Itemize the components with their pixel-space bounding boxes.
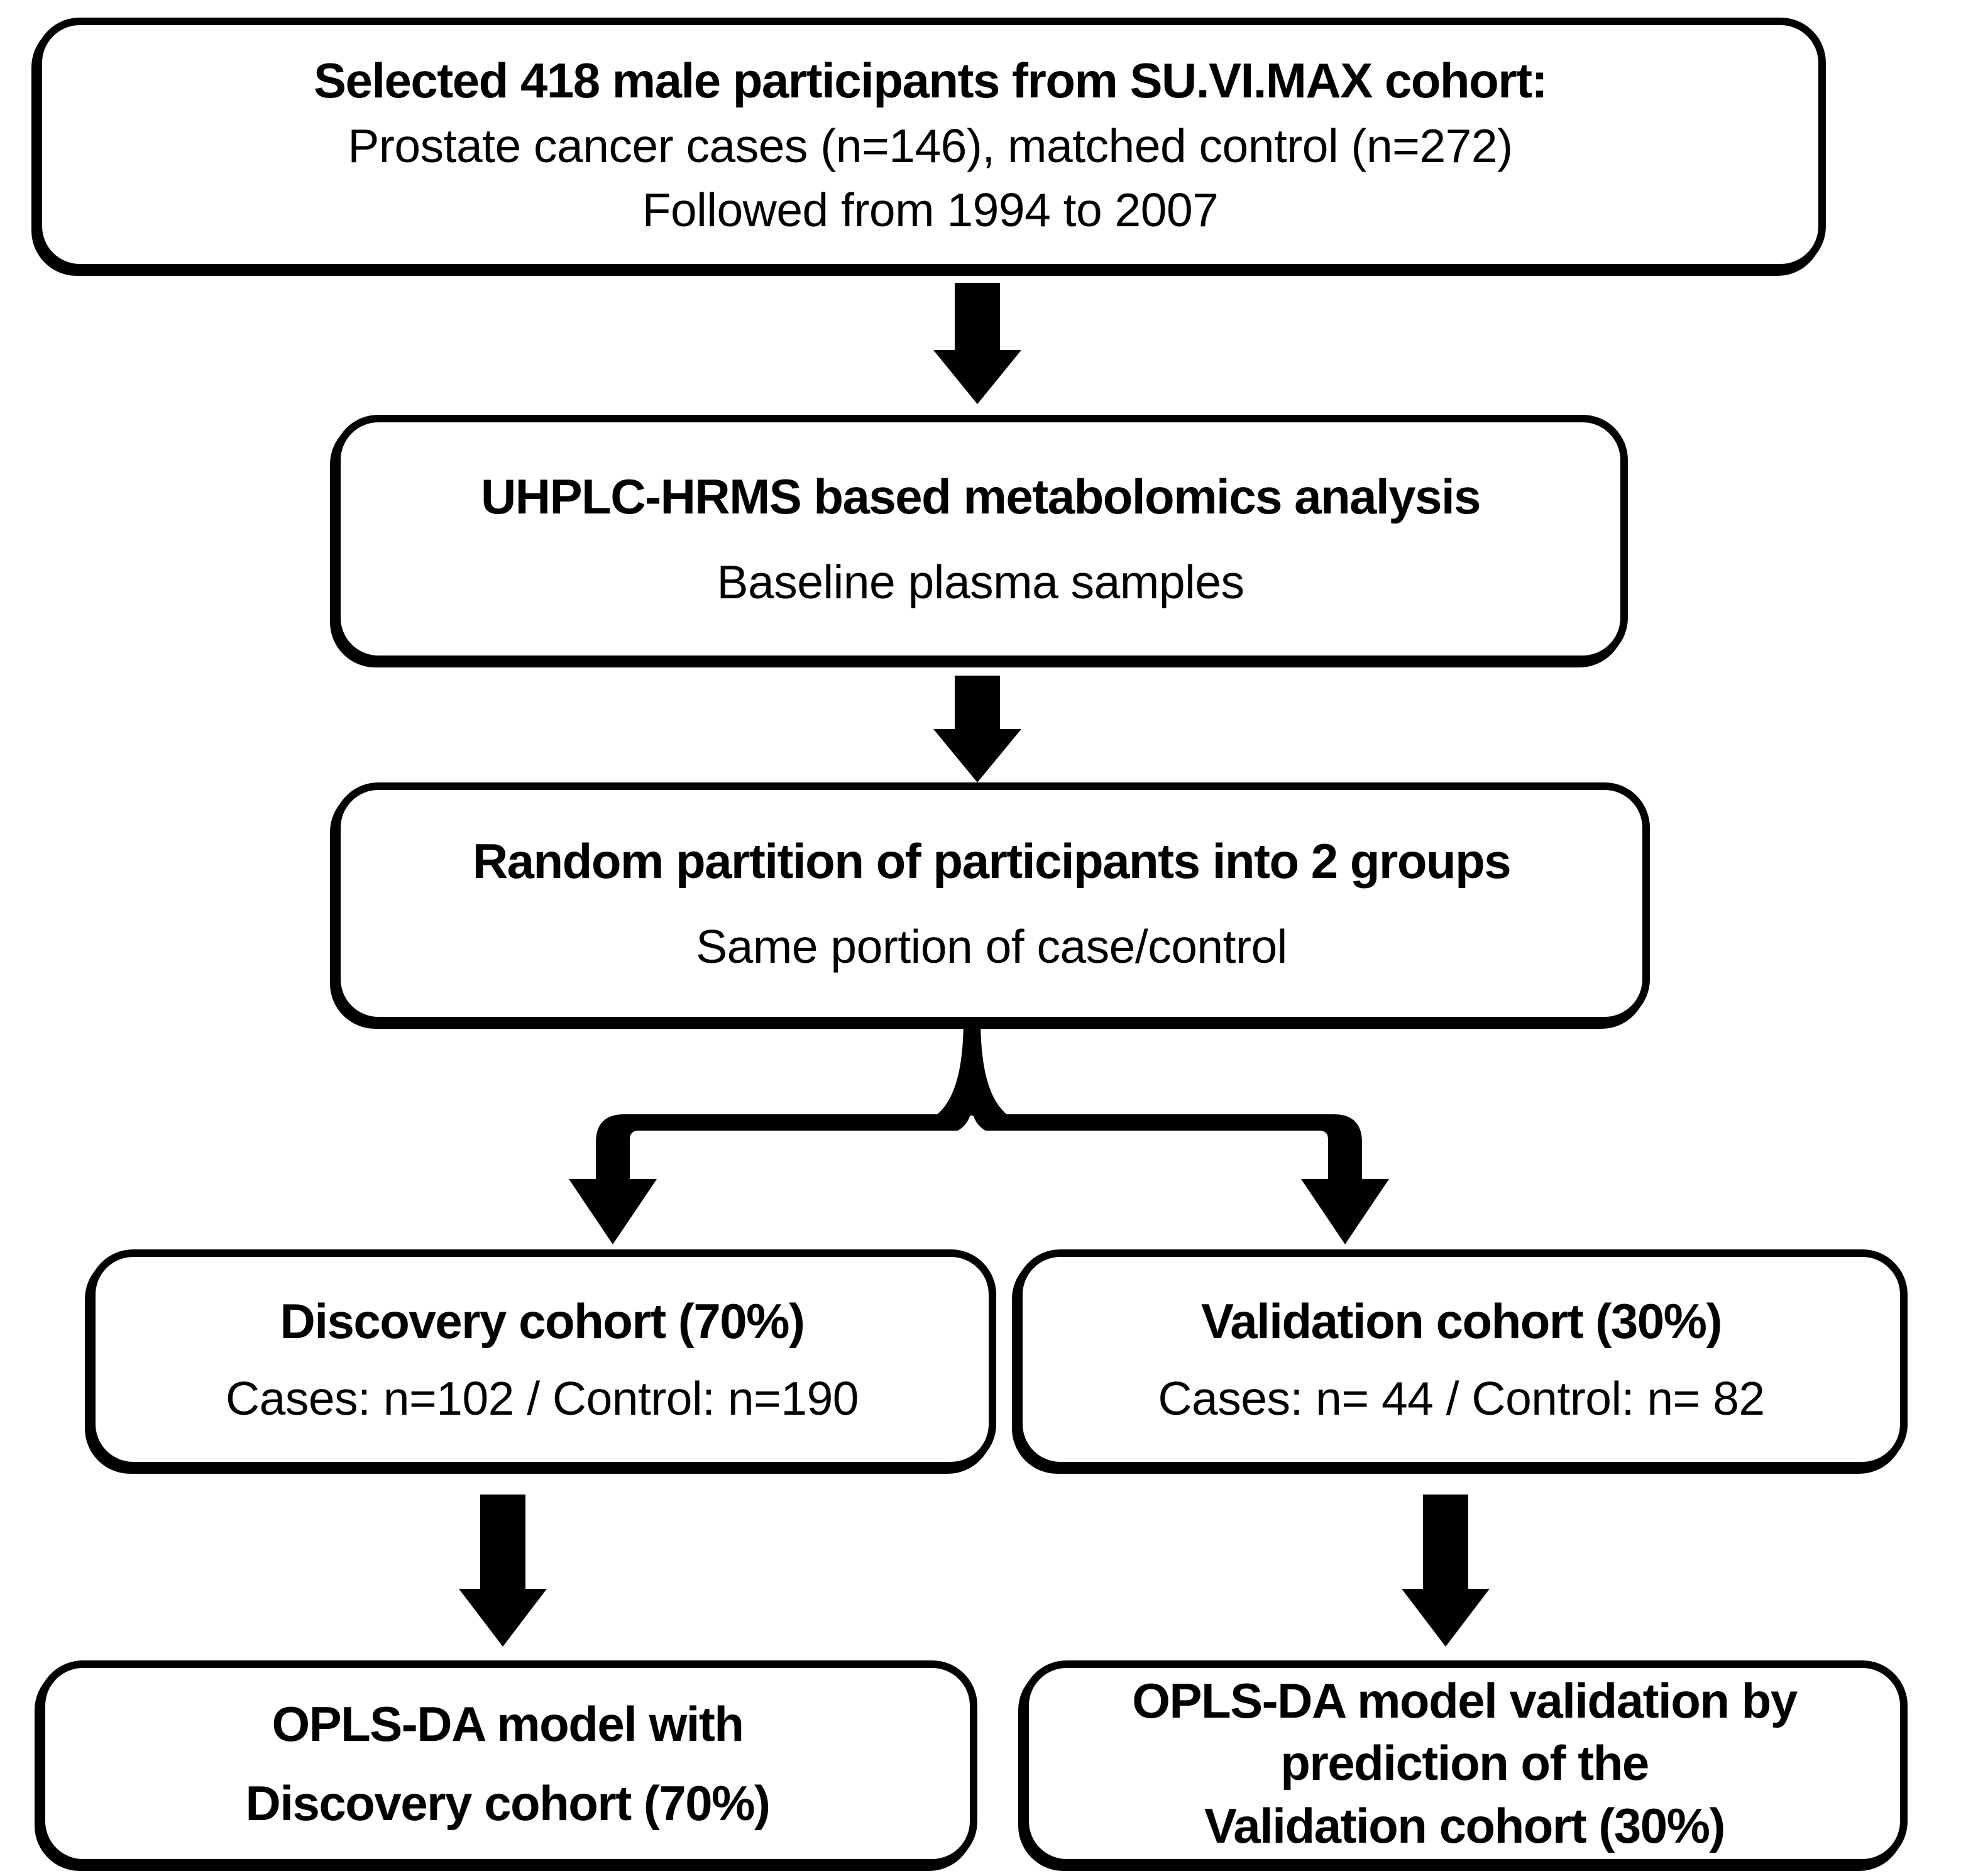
cohort-selection-cases: Prostate cancer cases (n=146), matched c… (348, 119, 1513, 173)
discovery-title: Discovery cohort (70%) (280, 1293, 805, 1349)
metabolomics-samples: Baseline plasma samples (717, 556, 1244, 609)
partition-detail: Same portion of case/control (696, 920, 1287, 974)
validation-title: Validation cohort (30%) (1201, 1293, 1722, 1349)
partition-title: Random partition of participants into 2 … (472, 833, 1512, 889)
box-cohort-selection: Selected 418 male participants from SU.V… (35, 18, 1826, 272)
opls-model-line2: Discovery cohort (70%) (245, 1775, 771, 1831)
box-validation-cohort: Validation cohort (30%) Cases: n= 44 / C… (1015, 1249, 1908, 1469)
cohort-selection-title: Selected 418 male participants from SU.V… (313, 52, 1548, 108)
opls-validation-line2: prediction of the (1280, 1735, 1649, 1791)
metabolomics-title: UHPLC-HRMS based metabolomics analysis (480, 469, 1481, 525)
validation-counts: Cases: n= 44 / Control: n= 82 (1158, 1372, 1765, 1425)
opls-validation-line3: Validation cohort (30%) (1204, 1797, 1725, 1853)
box-opls-da-model: OPLS-DA model with Discovery cohort (70%… (38, 1660, 977, 1867)
cohort-selection-followup: Followed from 1994 to 2007 (642, 184, 1219, 237)
opls-validation-line1: OPLS-DA model validation by (1132, 1673, 1798, 1729)
opls-model-line1: OPLS-DA model with (272, 1696, 744, 1752)
discovery-counts: Cases: n=102 / Control: n=190 (225, 1372, 859, 1425)
box-discovery-cohort: Discovery cohort (70%) Cases: n=102 / Co… (88, 1249, 996, 1469)
down-arrow-2 (933, 676, 1021, 782)
split-arrowhead-right (1301, 1179, 1389, 1244)
box-opls-da-validation: OPLS-DA model validation by prediction o… (1021, 1660, 1908, 1867)
down-arrow-4 (1402, 1495, 1490, 1647)
split-connector-bar (596, 1111, 1362, 1188)
box-random-partition: Random partition of participants into 2 … (333, 782, 1650, 1024)
box-metabolomics-analysis: UHPLC-HRMS based metabolomics analysis B… (333, 415, 1628, 663)
split-arrowhead-left (569, 1179, 657, 1244)
down-arrow-1 (933, 283, 1021, 404)
down-arrow-3 (459, 1495, 547, 1647)
split-connector-stem (936, 1018, 1008, 1116)
